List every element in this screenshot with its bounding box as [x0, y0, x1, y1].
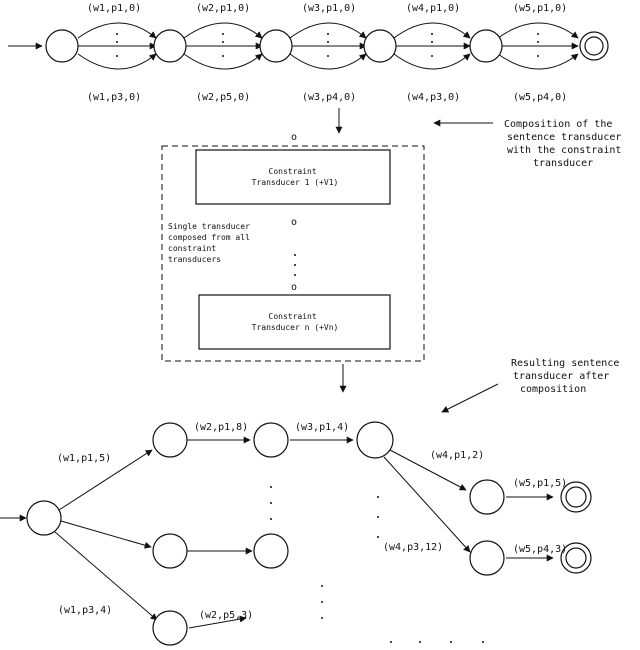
result-edge-w4p1: [389, 449, 467, 491]
result-state-w4p3: [469, 540, 505, 576]
result-edge-w4p3: [383, 456, 471, 553]
top-lower-label-4: (w4,p3,0): [406, 92, 460, 103]
top-arc-lower-5: [497, 53, 579, 70]
result-label-w4p3: (w4,p3,12): [383, 542, 443, 553]
top-arc-upper-1: [77, 22, 157, 39]
result-label-w1p1: (w1,p1,5): [57, 453, 111, 464]
result-label-w5p4: (w5,p4,3): [513, 544, 567, 555]
constraint-box-1-line-1: Constraint: [269, 167, 317, 176]
result-ellipsis-dots: [270, 486, 484, 643]
top-arc-upper-3: [289, 22, 367, 39]
result-state-w1p1: [152, 422, 188, 458]
result-note: Resulting sentence transducer after comp…: [511, 358, 625, 395]
top-lower-label-3: (w3,p4,0): [302, 92, 356, 103]
top-state-1: [45, 29, 79, 63]
constraint-box-1-line-2: Transducer 1 (+V1): [252, 178, 339, 187]
top-states: [45, 29, 609, 63]
top-upper-label-5: (w5,p1,0): [513, 3, 567, 14]
composition-note-line-1: Composition of the: [504, 119, 612, 130]
result-label-w2p1: (w2,p1,8): [194, 422, 248, 433]
single-transducer-line-4: transducers: [168, 255, 221, 264]
constraint-box-n-line-1: Constraint: [269, 312, 317, 321]
result-note-line-1: Resulting sentence: [511, 358, 619, 369]
top-state-2: [153, 29, 187, 63]
constraint-box-1-text: Constraint Transducer 1 (+V1): [252, 167, 339, 187]
result-state-w3p1: [356, 421, 394, 459]
constraint-box-1: [195, 149, 391, 205]
result-states: [26, 421, 592, 646]
composition-operator-middle: o: [291, 217, 297, 228]
result-edge-start-top: [58, 449, 153, 511]
top-lower-label-5: (w5,p4,0): [513, 92, 567, 103]
result-state-w2p1: [253, 422, 289, 458]
top-arc-upper-5: [497, 22, 579, 39]
composition-section: o Composition of the sentence transducer…: [161, 108, 627, 413]
constraint-box-n-text: Constraint Transducer n (+Vn): [252, 312, 339, 332]
top-upper-label-1: (w1,p1,0): [87, 3, 141, 14]
single-transducer-line-3: constraint: [168, 244, 216, 253]
top-upper-label-3: (w3,p1,0): [302, 3, 356, 14]
result-edge-start-middle: [60, 520, 152, 549]
constraint-ellipsis-dots: [294, 254, 296, 276]
result-start-state: [26, 500, 62, 536]
single-transducer-line-1: Single transducer: [168, 222, 250, 231]
top-lower-labels: (w1,p3,0) (w2,p5,0) (w3,p4,0) (w4,p3,0) …: [87, 92, 567, 103]
result-edge-start-bottom: [54, 531, 158, 621]
top-upper-labels: (w1,p1,0) (w2,p1,0) (w3,p1,0) (w4,p1,0) …: [87, 3, 567, 14]
top-arc-lower-3: [289, 53, 367, 70]
constraint-container: [161, 145, 425, 362]
top-arc-lower-2: [183, 53, 263, 70]
constraint-box-n: [198, 294, 391, 350]
top-arc-upper-4: [393, 22, 471, 39]
result-label-w4p1: (w4,p1,2): [430, 450, 484, 461]
result-state-w1p3: [152, 610, 188, 646]
top-state-3: [259, 29, 293, 63]
composition-note: Composition of the sentence transducer w…: [504, 119, 627, 169]
top-lower-label-2: (w2,p5,0): [196, 92, 250, 103]
top-arcs: [77, 22, 579, 70]
result-state-w4p1: [469, 479, 505, 515]
top-final-state-inner: [584, 36, 604, 56]
result-note-line-3: composition: [520, 384, 586, 395]
composition-note-line-3: with the constraint: [507, 145, 621, 156]
result-label-w3p1: (w3,p1,4): [295, 422, 349, 433]
result-edge-bottom: [188, 615, 247, 629]
result-note-line-2: transducer after: [513, 371, 609, 382]
result-label-w5p1: (w5,p1,5): [513, 478, 567, 489]
top-arc-upper-2: [183, 22, 263, 39]
single-transducer-note: Single transducer composed from all cons…: [168, 222, 255, 264]
top-lower-label-1: (w1,p3,0): [87, 92, 141, 103]
result-label-w2p5: (w2,p5,3): [199, 610, 253, 621]
constraint-box-n-line-2: Transducer n (+Vn): [252, 323, 339, 332]
result-final-2-inner: [565, 547, 587, 569]
top-upper-label-4: (w4,p1,0): [406, 3, 460, 14]
result-edges: [54, 436, 554, 629]
composition-note-line-4: transducer: [533, 158, 593, 169]
single-transducer-line-2: composed from all: [168, 233, 250, 242]
result-label-w1p3: (w1,p3,4): [58, 605, 112, 616]
top-ellipsis-dots: [116, 33, 539, 57]
sentence-transducer: (w1,p1,0) (w2,p1,0) (w3,p1,0) (w4,p1,0) …: [8, 3, 609, 103]
top-state-5: [469, 29, 503, 63]
result-state-middle-1: [152, 533, 188, 569]
top-upper-label-2: (w2,p1,0): [196, 3, 250, 14]
result-labels: (w1,p1,5) (w2,p1,8) (w3,p1,4) (w4,p1,2) …: [57, 422, 567, 621]
composition-operator-bottom: o: [291, 282, 297, 293]
top-arc-lower-1: [77, 53, 157, 70]
top-arc-lower-4: [393, 53, 471, 70]
result-final-1-inner: [565, 486, 587, 508]
composition-operator-top: o: [291, 132, 297, 143]
composition-note-line-2: sentence transducer: [507, 132, 621, 143]
top-state-4: [363, 29, 397, 63]
result-note-arrow: [441, 383, 499, 413]
result-state-middle-2: [253, 533, 289, 569]
result-transducer: (w1,p1,5) (w2,p1,8) (w3,p1,4) (w4,p1,2) …: [0, 421, 592, 646]
